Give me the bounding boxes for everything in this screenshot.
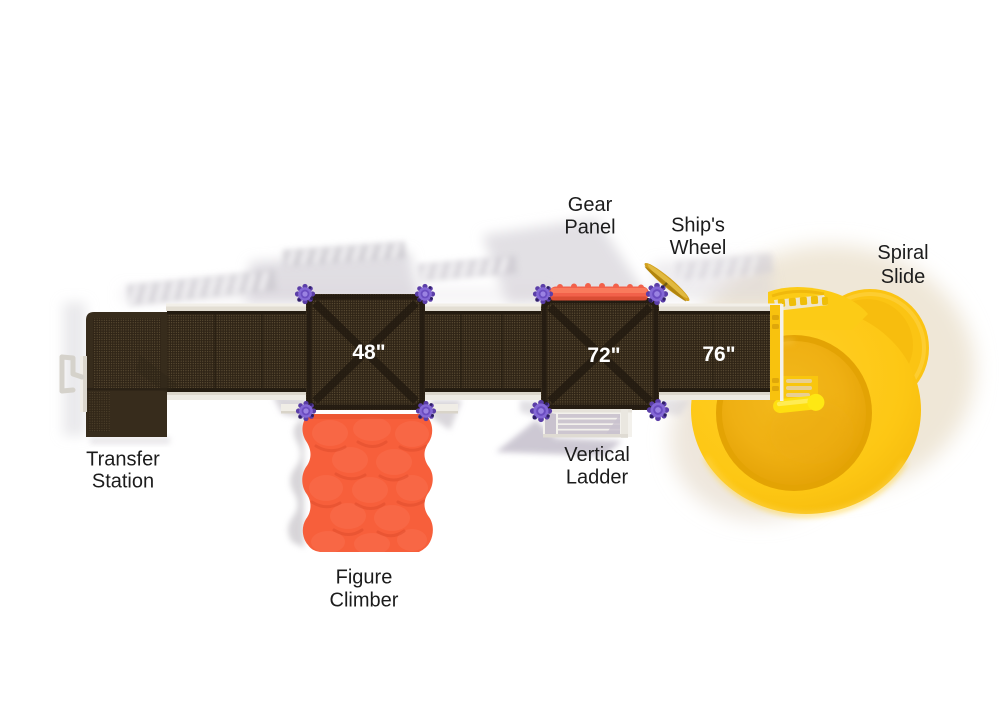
svg-text:Spiral: Spiral xyxy=(877,242,928,264)
svg-text:Slide: Slide xyxy=(881,266,925,288)
svg-text:Ship's: Ship's xyxy=(671,215,725,237)
svg-text:Figure: Figure xyxy=(336,567,393,589)
svg-text:Wheel: Wheel xyxy=(670,237,727,259)
svg-text:Panel: Panel xyxy=(564,217,615,239)
svg-text:72": 72" xyxy=(587,344,620,367)
svg-text:Transfer: Transfer xyxy=(86,449,160,471)
svg-text:Gear: Gear xyxy=(568,194,613,216)
svg-text:Station: Station xyxy=(92,471,154,493)
svg-text:Vertical: Vertical xyxy=(564,444,630,466)
svg-text:Climber: Climber xyxy=(330,590,399,612)
svg-text:76": 76" xyxy=(702,343,735,366)
svg-text:48": 48" xyxy=(352,341,385,364)
svg-text:Ladder: Ladder xyxy=(566,467,629,489)
